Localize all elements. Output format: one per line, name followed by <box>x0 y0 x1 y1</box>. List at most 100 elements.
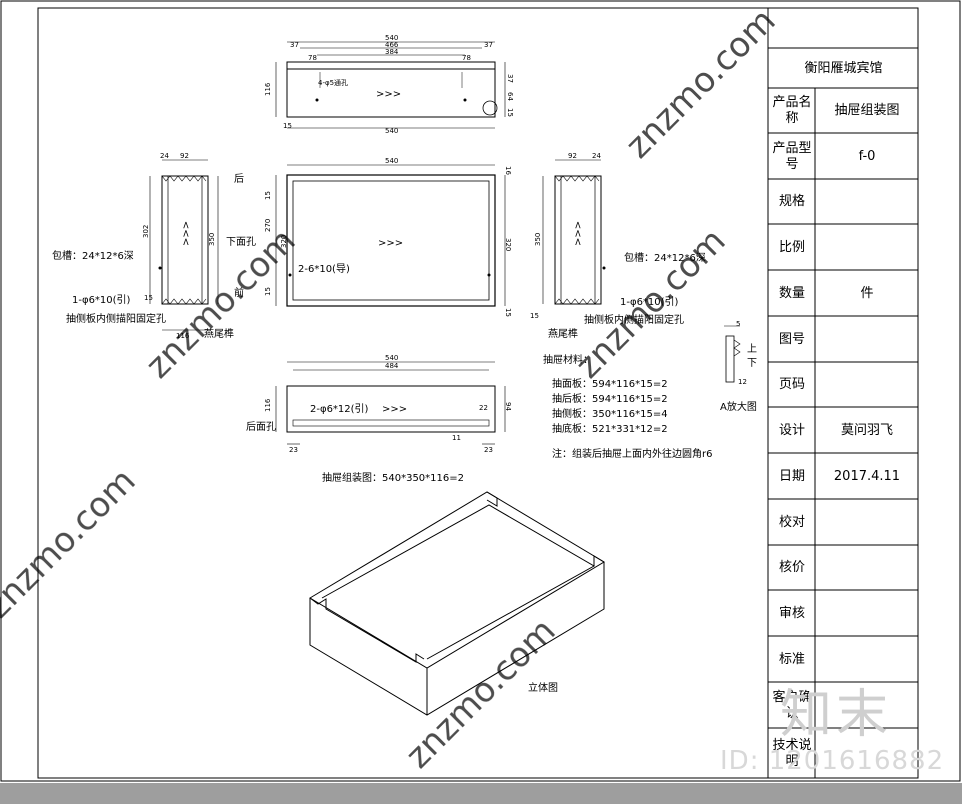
dim-15-r: 15 <box>506 108 514 117</box>
tb-value-11 <box>816 546 918 590</box>
tb-value-4 <box>816 225 918 270</box>
back-dim-94: 94 <box>504 402 512 411</box>
left-dim-302: 302 <box>142 225 150 238</box>
tb-value-5: 件 <box>860 285 874 301</box>
label-bottom-hole: 下面孔 <box>226 236 256 248</box>
dim-384: 384 <box>385 48 399 56</box>
tb-label-4: 比例 <box>778 239 805 255</box>
watermark-2: znzmo.com <box>0 461 144 626</box>
plan-dim-320-left: 320 <box>280 235 288 248</box>
dim-540: 540 <box>385 34 398 42</box>
left-tail: 燕尾榫 <box>204 327 234 340</box>
tb-value-12 <box>816 591 918 636</box>
material-item-4: 抽底板：521*331*12=2 <box>552 422 668 435</box>
detail-up: 上 <box>747 343 757 355</box>
back-dim-11: 11 <box>452 434 461 442</box>
isometric-view <box>309 491 605 716</box>
back-dim-116: 116 <box>264 398 272 412</box>
right-side-view: >>> 92 24 350 15 包槽：24*12*6深 1-φ6*10(引) … <box>530 152 706 340</box>
plan-dim-320-right: 320 <box>504 238 512 251</box>
label-back: 后 <box>234 173 244 185</box>
tb-label-6: 图号 <box>778 331 805 347</box>
left-dim-24: 24 <box>160 152 169 160</box>
detail-d12: 12 <box>738 378 747 386</box>
tb-value-7 <box>816 363 918 407</box>
tb-value-10 <box>816 500 918 545</box>
materials-note: 注：组装后抽屉上面内外往边圆角r6 <box>552 447 712 460</box>
tb-value-9: 2017.4.11 <box>833 468 901 484</box>
plan-dim-270: 270 <box>264 219 272 232</box>
tb-label-12: 审核 <box>778 605 805 621</box>
right-hole-note: 1-φ6*10(引) <box>620 296 679 308</box>
brand-watermark: 知末 <box>780 685 893 745</box>
arrows-right: >>> <box>573 221 584 246</box>
tb-label-14: 客户确认 <box>772 689 812 721</box>
left-side-note: 抽侧板内侧描阳固定孔 <box>66 312 166 325</box>
tb-label-15: 技术说明 <box>772 737 812 769</box>
arrows-back: >>> <box>382 404 407 415</box>
plan-dim-15b: 15 <box>264 287 272 296</box>
right-tail: 燕尾榫 <box>548 327 578 340</box>
dim-15: 15 <box>283 122 292 130</box>
top-view-edge <box>286 61 496 70</box>
tb-label-8: 设计 <box>778 422 805 438</box>
tb-value-1: 抽屉组装图 <box>834 103 900 118</box>
dim-37-r: 37 <box>506 74 514 83</box>
material-item-2: 抽后板：594*116*15=2 <box>552 392 668 405</box>
arrows-plan: >>> <box>378 238 403 249</box>
footer-bar <box>0 783 962 804</box>
plan-outer <box>286 174 496 307</box>
hole-note-top: 4-φ5通孔 <box>318 78 348 87</box>
right-side-note: 抽侧板内侧描阳固定孔 <box>584 313 684 326</box>
plan-dim-15r: 15 <box>504 308 512 317</box>
material-item-1: 抽面板：594*116*15=2 <box>552 377 668 390</box>
assembly-caption: 抽屉组装图：540*350*116=2 <box>322 471 464 484</box>
dim-78-right: 78 <box>462 54 471 62</box>
back-view: 540 484 116 94 23 23 11 22 2-φ6*12(引) 后面… <box>246 354 512 454</box>
left-view-outline <box>161 175 209 305</box>
tb-label-5: 数量 <box>778 285 805 301</box>
detail-label: A放大图 <box>720 400 757 413</box>
tb-label-2: 产品型号 <box>772 140 812 172</box>
right-dim-92: 92 <box>568 152 577 160</box>
right-view-outline <box>554 175 602 305</box>
back-dim-484: 484 <box>385 362 399 370</box>
materials-title: 抽屉材料： <box>543 353 593 366</box>
tb-label-9: 日期 <box>778 468 805 484</box>
iso-caption: 立体图 <box>528 681 558 694</box>
label-front: 前 <box>234 286 244 299</box>
dim-64: 64 <box>506 92 514 101</box>
right-slot-note: 包槽：24*12*6深 <box>624 251 706 264</box>
plan-dim-15a: 15 <box>264 191 272 200</box>
left-dim-116: 116 <box>176 332 190 340</box>
tb-project: 衡阳雁城宾馆 <box>804 60 883 76</box>
back-view-outline <box>286 385 496 433</box>
dim-540-bottom: 540 <box>385 127 398 135</box>
left-dim-92: 92 <box>180 152 189 160</box>
tb-label-10: 校对 <box>778 514 805 530</box>
plan-dim-16: 16 <box>504 166 512 175</box>
materials-list: 抽屉材料： 抽面板：594*116*15=2 抽后板：594*116*15=2 … <box>543 353 712 460</box>
back-dim-22: 22 <box>479 404 488 412</box>
tb-value-6 <box>816 317 918 362</box>
detail-d5: 5 <box>736 320 740 328</box>
dim-78-left: 78 <box>308 54 317 62</box>
detail-down: 下 <box>747 358 757 369</box>
back-dim-23-right: 23 <box>484 446 493 454</box>
detail-a: 5 12 上 下 A放大图 <box>720 320 757 413</box>
title-block-grid <box>767 8 918 778</box>
outer-frame <box>0 0 961 782</box>
left-hole-note: 1-φ6*10(引) <box>72 294 131 306</box>
right-dim-15: 15 <box>530 312 539 320</box>
dim-466: 466 <box>385 41 399 49</box>
plan-view: 540 270 320 320 15 15 16 15 后 下面孔 前 2-6*… <box>226 157 512 317</box>
dim-37-left: 37 <box>290 41 299 49</box>
left-slot-note: 包槽：24*12*6深 <box>52 249 134 262</box>
plan-inner <box>292 180 490 301</box>
right-dim-24: 24 <box>592 152 601 160</box>
back-label: 后面孔 <box>246 421 276 433</box>
dim-37-right: 37 <box>484 41 493 49</box>
dim-116: 116 <box>264 82 272 96</box>
